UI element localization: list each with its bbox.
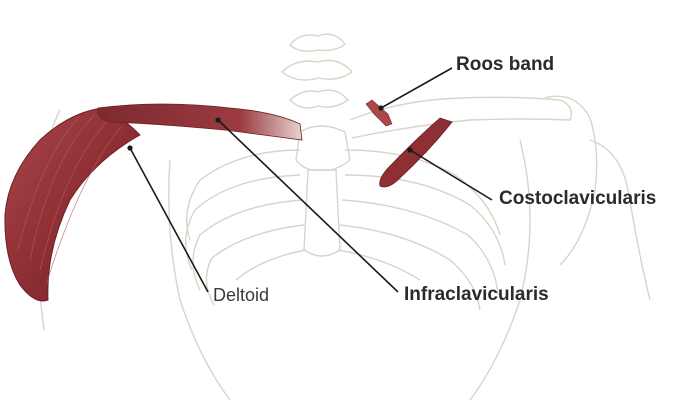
costoclavicularis-muscle [379, 117, 453, 188]
rib [341, 199, 499, 296]
leader-dots [127, 105, 413, 153]
rib [339, 224, 481, 311]
rib [185, 149, 301, 241]
roos-band [365, 99, 393, 127]
costoclavicularis-leader [409, 149, 493, 201]
rib [344, 174, 506, 266]
rib [344, 149, 501, 236]
deltoid-label: Deltoid [213, 285, 270, 305]
torso-outline [168, 159, 231, 401]
sternum-body [303, 169, 341, 257]
costoclavicularis-dot [407, 147, 413, 153]
infraclavicularis-leader [217, 119, 399, 293]
shoulder-right [544, 95, 598, 266]
deltoid-muscle [4, 107, 141, 302]
leader-lines [129, 67, 493, 293]
deltoid-dot [127, 145, 133, 151]
deltoid-leader [129, 147, 209, 293]
roos-band-label: Roos band [456, 54, 555, 75]
rib [205, 224, 305, 306]
cervical-vertebra [280, 59, 354, 81]
rib [235, 249, 307, 281]
torso-outline [469, 139, 531, 401]
costoclavicularis-label: Costoclavicularis [499, 188, 657, 209]
humerus-right [589, 139, 651, 301]
deltoid-fibers [17, 113, 123, 286]
cervical-vertebra [288, 89, 350, 109]
roos-band-leader [380, 67, 453, 109]
bone-outlines [36, 33, 651, 401]
infraclavicularis-muscle [97, 103, 303, 141]
rib [337, 249, 421, 281]
infraclavicularis-label: Infraclavicularis [404, 284, 549, 305]
cervical-vertebra [289, 33, 346, 52]
rib [192, 199, 303, 291]
roos-band-dot [378, 105, 384, 111]
infraclavicularis-dot [215, 117, 221, 123]
sternum [295, 125, 351, 171]
